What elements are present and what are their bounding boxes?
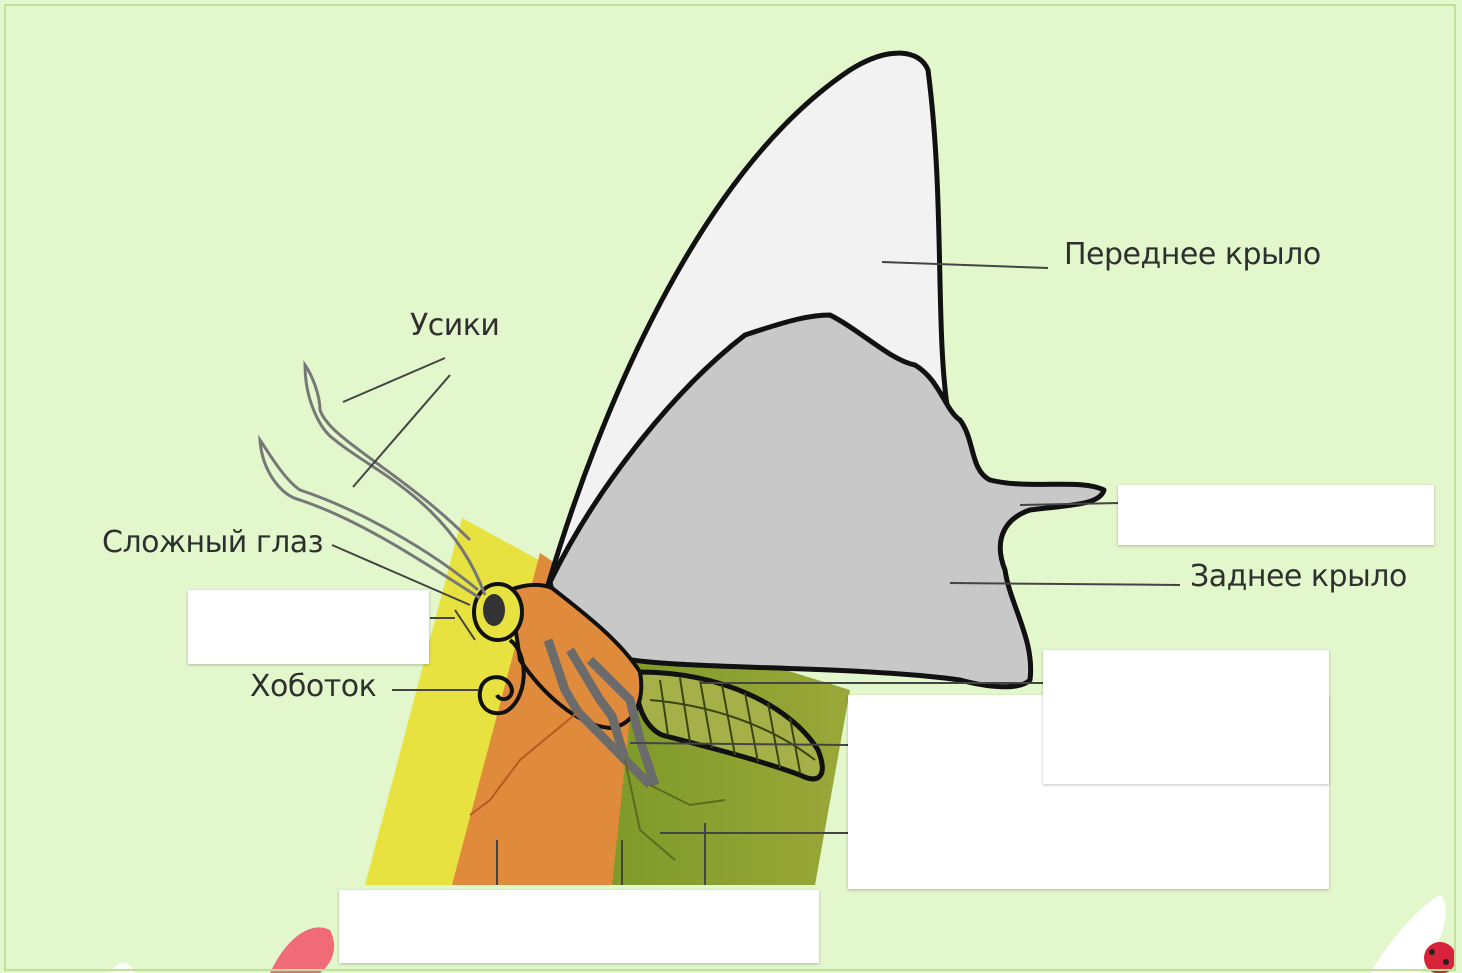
answer-blank-bottom[interactable] xyxy=(339,890,819,963)
compound-eye-shape xyxy=(483,594,505,626)
label-antennae: Усики xyxy=(410,311,499,341)
label-proboscis: Хоботок xyxy=(250,672,376,702)
answer-blank-tail[interactable] xyxy=(1118,485,1434,545)
corner-decoration-left xyxy=(110,927,334,973)
answer-blank-head[interactable] xyxy=(188,590,429,664)
answer-blank-abdomen[interactable] xyxy=(1043,650,1329,784)
label-compound-eye: Сложный глаз xyxy=(102,528,323,558)
corner-decoration-right xyxy=(1370,895,1456,973)
label-forewing: Переднее крыло xyxy=(1064,240,1321,270)
label-hindwing: Заднее крыло xyxy=(1190,562,1407,592)
